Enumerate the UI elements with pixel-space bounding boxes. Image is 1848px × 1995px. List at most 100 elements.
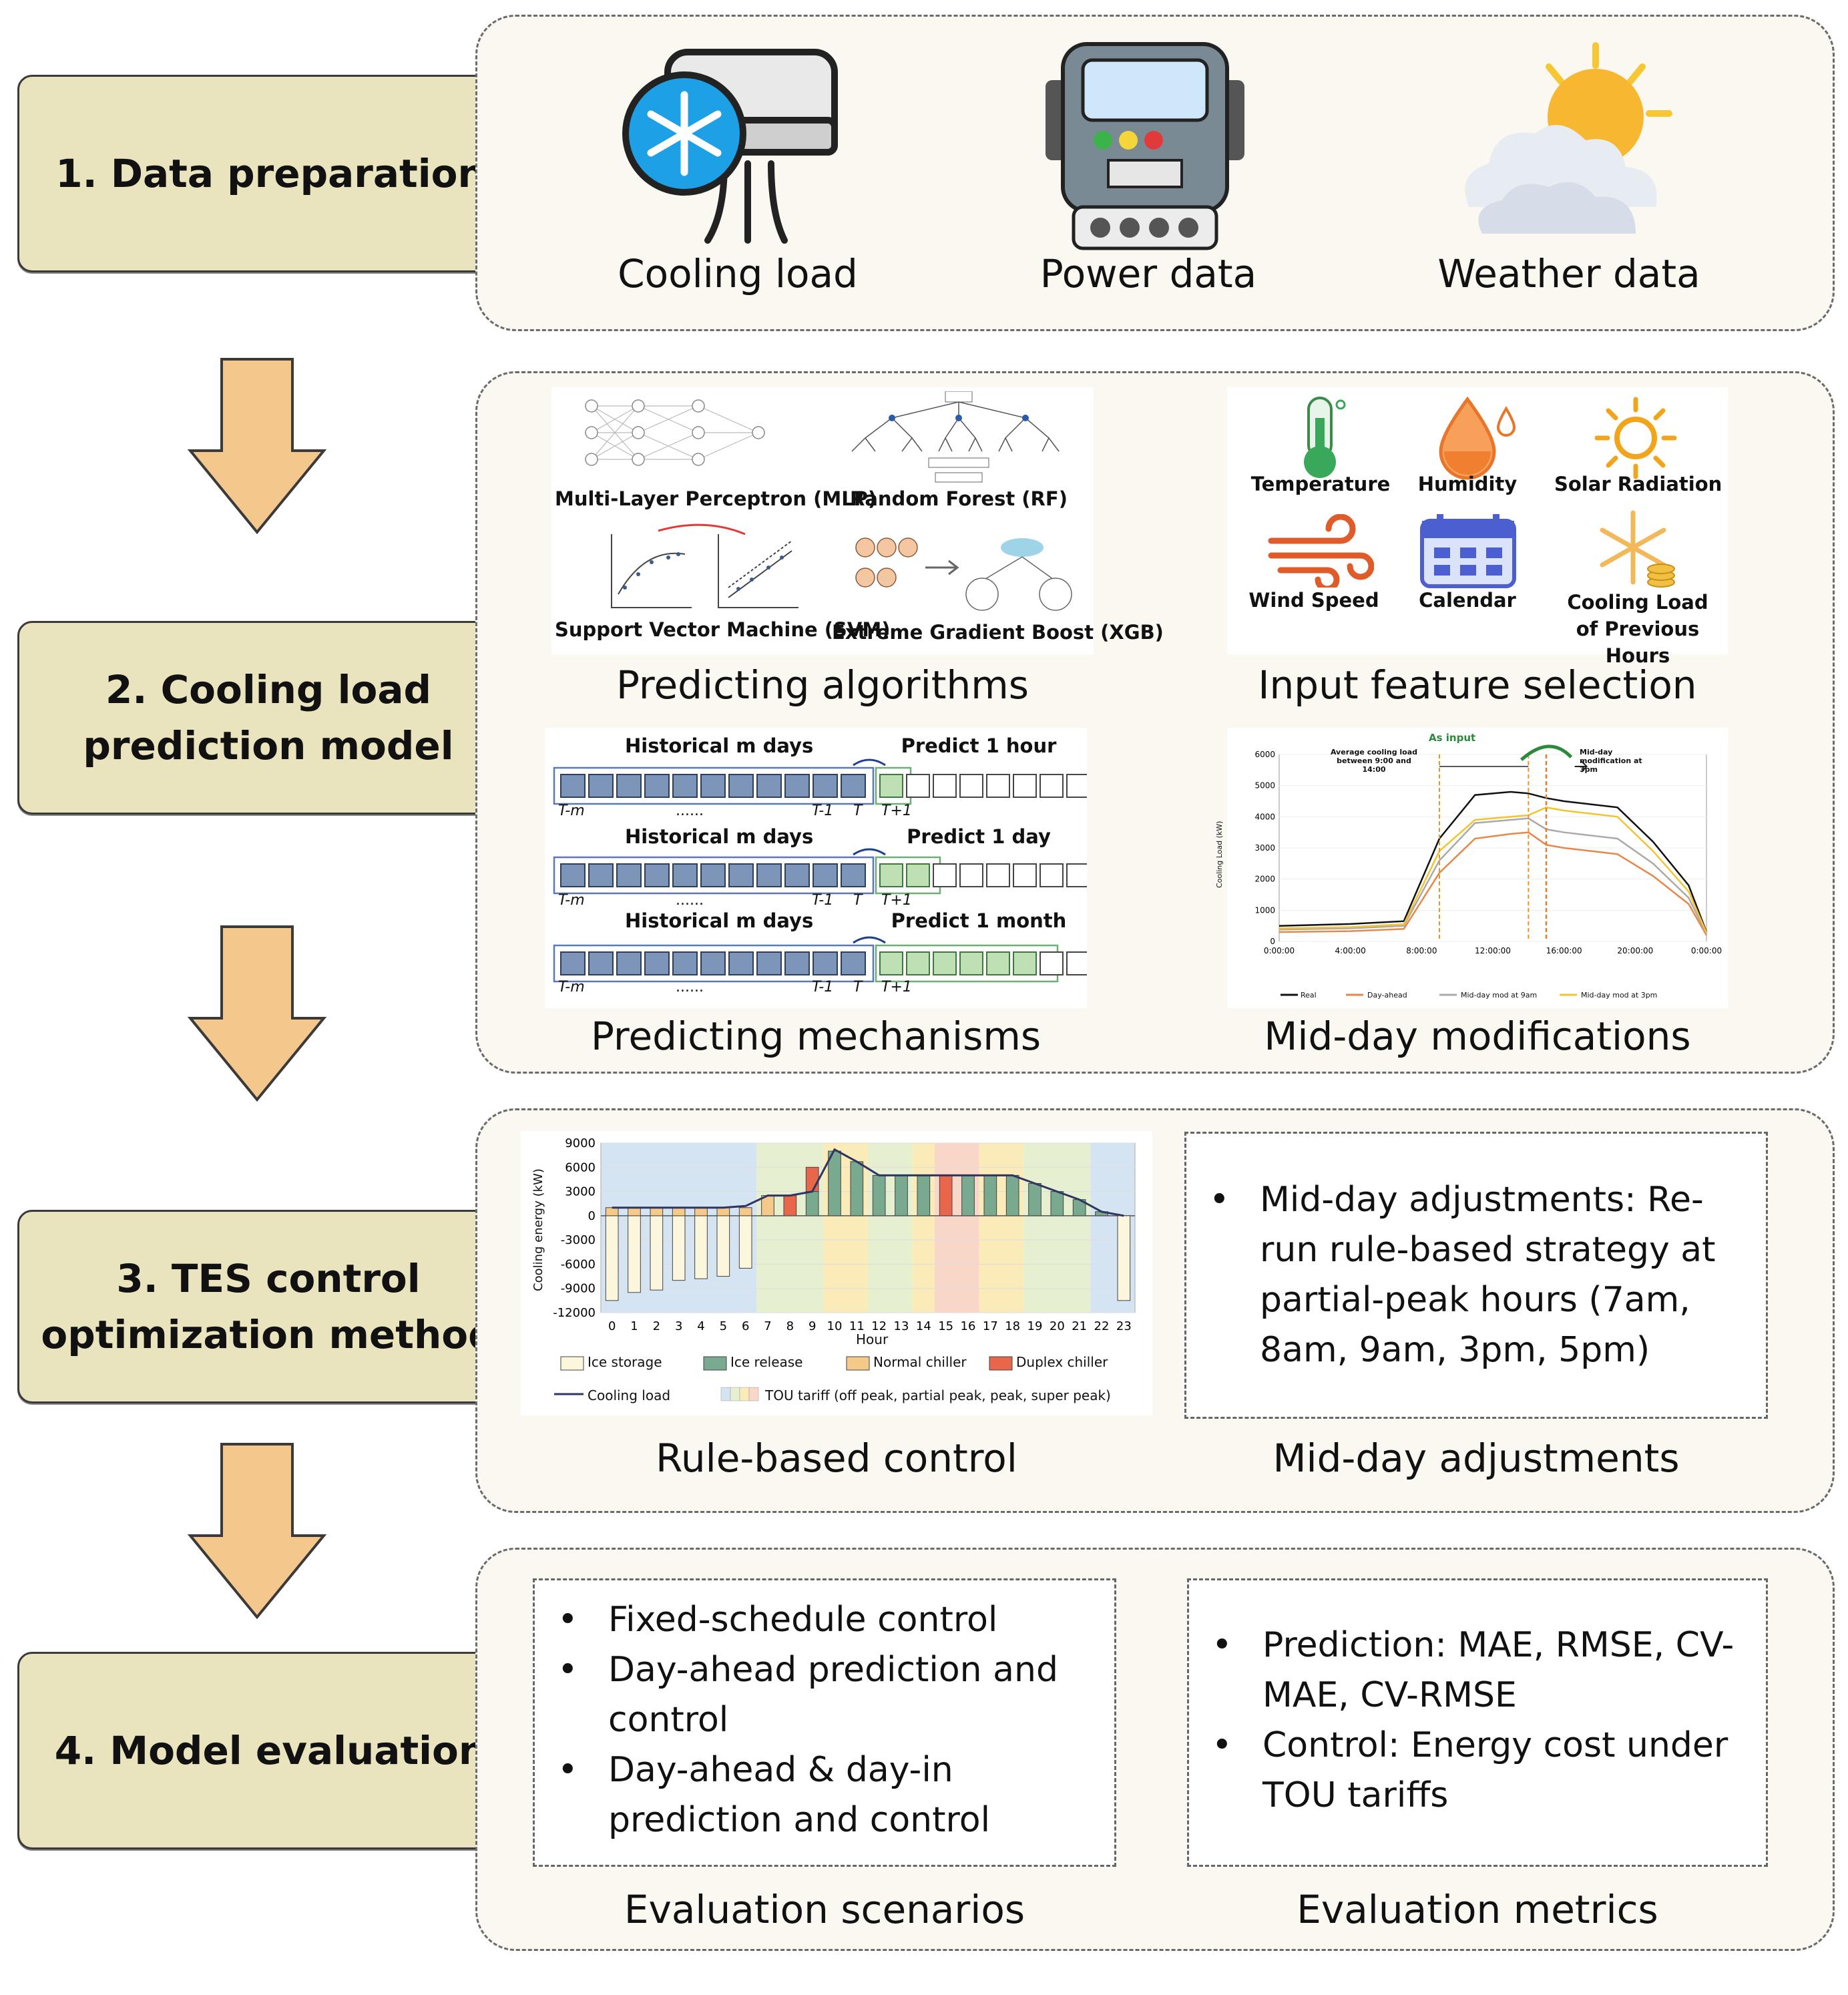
air-conditioner-icon (622, 49, 838, 244)
mod-ylabel: Cooling Load (kW) (1215, 821, 1224, 888)
historical-label-2: Historical m days (625, 825, 814, 848)
predict-cell (879, 863, 903, 887)
tou-zone (979, 1143, 1024, 1313)
history-cell (700, 863, 726, 887)
y-tick-label: -6000 (561, 1257, 596, 1271)
bar (805, 1166, 819, 1192)
x-tick-label: 2 (653, 1319, 660, 1333)
tou-zone (912, 1143, 935, 1313)
weather-icon (1465, 42, 1672, 234)
history-bracket (553, 766, 875, 805)
feature-calendar: Calendar (1419, 589, 1516, 612)
history-cell (616, 863, 642, 887)
tou-zone (868, 1143, 913, 1313)
history-cell (813, 774, 838, 798)
history-cell (672, 863, 698, 887)
y-tick-label: -3000 (561, 1233, 596, 1247)
predict-cell (1040, 951, 1064, 975)
metrics-caption: Evaluation metrics (1297, 1887, 1658, 1932)
calendar-icon (1420, 514, 1516, 588)
bar (650, 1215, 664, 1291)
bar (1050, 1191, 1064, 1216)
predict-cell (1066, 951, 1090, 975)
wind-icon (1268, 514, 1374, 588)
bar (628, 1207, 641, 1216)
bar (805, 1191, 819, 1216)
predict-cell (879, 774, 903, 798)
history-cell (588, 863, 614, 887)
feature-wind-speed: Wind Speed (1248, 589, 1379, 612)
legend-tou-tariff: TOU tariff (off peak, partial peak, peak… (765, 1387, 1111, 1403)
x-tick-label: 19 (1027, 1319, 1043, 1333)
bar (983, 1174, 997, 1216)
history-cell (644, 774, 670, 798)
history-cell (560, 774, 586, 798)
predict-cell (879, 951, 903, 975)
history-cell (784, 863, 810, 887)
midday-mod-caption: Mid-day modifications (1264, 1014, 1691, 1059)
x-tick-label: 7 (764, 1319, 771, 1333)
history-cell (728, 951, 754, 975)
legend-ice-storage: Ice storage (588, 1354, 662, 1370)
predict-cell (986, 774, 1010, 798)
t1-label-1: T-1 (812, 803, 834, 819)
history-cell (644, 863, 670, 887)
x-tick-label: 0 (608, 1319, 616, 1333)
adjustment-line-3: partial-peak hours (7am, (1260, 1280, 1690, 1320)
history-cell (813, 863, 838, 887)
x-tick-label: 18 (1005, 1319, 1020, 1333)
x-tick-label: 15 (938, 1319, 953, 1333)
cooling-load-label: Cooling load (618, 251, 858, 296)
mlp-network-diagram (585, 399, 765, 466)
x-tick-label: 20 (1050, 1319, 1065, 1333)
y-tick-label: 2000 (1254, 875, 1275, 884)
mechanisms-diagram (553, 758, 1090, 983)
bar (961, 1174, 975, 1216)
bar (1028, 1182, 1042, 1216)
step-label: 4. Model evaluation (54, 1727, 487, 1773)
bar (917, 1174, 931, 1216)
bar (738, 1215, 752, 1269)
bar (1117, 1215, 1131, 1301)
down-arrow-icon (187, 1443, 327, 1619)
step-label: 2. Cooling load prediction model (83, 666, 454, 768)
predict-cell (906, 951, 930, 975)
bar (850, 1161, 864, 1216)
feature-temperature: Temperature (1250, 473, 1391, 495)
rule-xlabel: Hour (856, 1331, 889, 1347)
predict-month-label: Predict 1 month (891, 909, 1067, 932)
tm-label-2: T-m (558, 892, 585, 909)
bar (672, 1215, 686, 1281)
history-cell (841, 951, 866, 975)
algorithms-card: Multi-Layer Perceptron (MLP) Random Fore… (551, 387, 1164, 654)
x-tick-label: 1 (630, 1319, 638, 1333)
weather-data-label: Weather data (1437, 251, 1700, 296)
t1-label-3: T-1 (812, 979, 834, 995)
bar (716, 1215, 730, 1277)
tm-label-3: T-m (558, 979, 585, 995)
dots-label-2: ...... (676, 892, 704, 909)
predict-cell (906, 774, 930, 798)
step-tes-control: 3. TES control optimization method (17, 1210, 519, 1403)
predict-cell (986, 863, 1010, 887)
scenario-item: Day-ahead & day-in prediction and contro… (535, 1745, 1088, 1845)
x-tick-label: 12 (871, 1319, 887, 1333)
legend-swatch (560, 1356, 584, 1371)
legend-duplex-chiller: Duplex chiller (1016, 1354, 1108, 1370)
adjustment-item: Mid-day adjustments: Re- run rule-based … (1186, 1175, 1766, 1375)
adjustments-box: Mid-day adjustments: Re- run rule-based … (1184, 1132, 1768, 1419)
x-tick-label: 5 (720, 1319, 727, 1333)
historical-label-1: Historical m days (625, 734, 814, 757)
history-cell (728, 774, 754, 798)
bar (872, 1174, 886, 1216)
predict-cell (933, 774, 957, 798)
scenario-item: Fixed-schedule control (535, 1595, 1088, 1645)
t-label-1: T (853, 803, 863, 819)
bar (672, 1207, 686, 1216)
x-tick-label: 10 (827, 1319, 843, 1333)
x-tick-label: 22 (1094, 1319, 1110, 1333)
x-tick-label: 16:00:00 (1546, 946, 1582, 955)
y-tick-label: 4000 (1254, 812, 1275, 821)
